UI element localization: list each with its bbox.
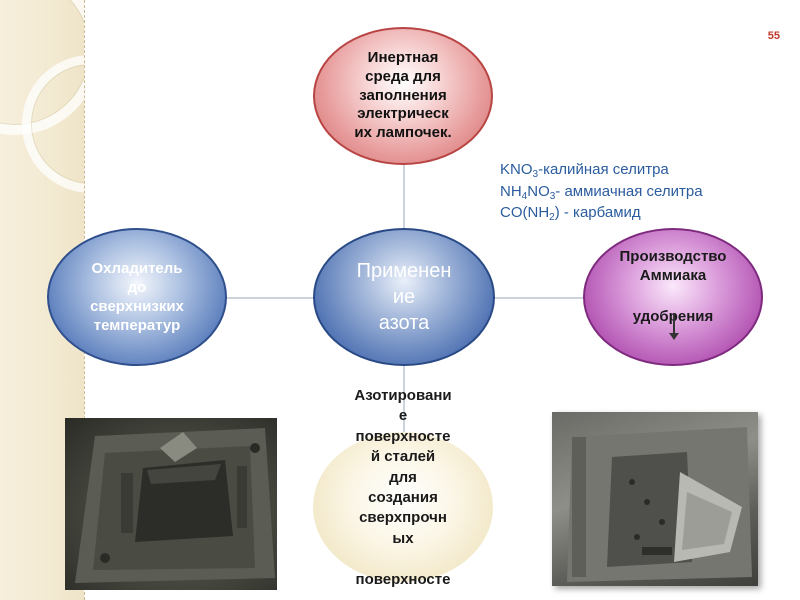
node-bottom-line: Азотировани — [354, 387, 452, 404]
formula-text: -калийная селитра — [538, 161, 669, 178]
node-center-line: азота — [378, 312, 430, 334]
mold-hole — [629, 479, 635, 485]
mold-hole — [659, 519, 665, 525]
formula-text: CO(NH — [500, 204, 550, 221]
node-left-line: до — [127, 278, 147, 296]
slide-number: 55 — [767, 30, 780, 42]
formula-subscript: 2 — [549, 212, 555, 223]
formula-line: NH4NO3- аммиачная селитра — [500, 182, 703, 204]
node-bottom-line — [333, 549, 473, 569]
mold-insert-shade — [682, 492, 732, 550]
node-top-line: их лампочек. — [354, 124, 452, 142]
arrow-down-icon — [669, 314, 679, 340]
formula-text: - аммиачная селитра — [555, 182, 703, 200]
node-nitriding: Азотировани е поверхносте й сталей для с… — [333, 386, 473, 590]
formula-line: CO(NH2) - карбамид — [500, 203, 703, 225]
photo-nitrided-mold-left — [65, 418, 277, 590]
formula-line: KNO3-калийная селитра — [500, 160, 703, 182]
formula-subscript: 3 — [532, 169, 539, 180]
node-bottom-line: поверхносте — [355, 427, 451, 445]
formula-text: NH — [500, 182, 522, 200]
node-bottom-line: е — [398, 407, 408, 425]
node-right-title: Производство Аммиака — [603, 248, 743, 286]
mold-hole — [644, 499, 650, 505]
node-top-label: Инертная среда для заполнения электричес… — [354, 49, 451, 143]
mold-slot — [642, 547, 672, 555]
node-center-line: ие — [392, 286, 416, 308]
node-right-subtitle: Аммиака — [639, 266, 707, 284]
node-bottom-line: поверхносте — [355, 570, 451, 588]
formula-subscript: 3 — [549, 190, 556, 202]
formula-text: NO — [527, 182, 550, 200]
mold-edge — [572, 437, 586, 577]
photo-nitrided-mold-right — [552, 412, 758, 586]
node-bottom-line: ых — [392, 529, 414, 547]
node-bottom-line: сверхпрочн — [359, 509, 447, 527]
formula-subscript: 4 — [521, 190, 528, 202]
node-left-line: Охладитель — [91, 259, 183, 277]
mold-block-top — [147, 464, 221, 484]
node-coolant: Охладитель до сверхнизких температур — [47, 228, 227, 366]
node-top-line: электрическ — [357, 105, 449, 123]
node-center-label: Применен ие азота — [357, 258, 452, 336]
formula-text: ) - карбамид — [554, 204, 641, 221]
node-ammonia-production: Производство Аммиака удобрения — [583, 228, 763, 366]
mold-groove — [237, 466, 247, 528]
node-top-line: среда для — [365, 67, 441, 85]
formula-text: KNO — [500, 161, 533, 178]
node-inert-medium: Инертная среда для заполнения электричес… — [313, 27, 493, 165]
node-left-line: температур — [93, 317, 181, 335]
node-right-title-text: Производство — [619, 248, 727, 265]
node-center-line: Применен — [356, 260, 452, 282]
node-left-label: Охладитель до сверхнизких температур — [90, 259, 184, 336]
node-top-line: заполнения — [359, 86, 447, 104]
mold-fin — [160, 432, 197, 462]
mold-bolt — [100, 553, 110, 563]
node-nitriding-background — [313, 432, 493, 582]
mold-cavity — [607, 452, 692, 567]
node-left-line: сверхнизких — [90, 298, 184, 315]
node-top-line: Инертная — [367, 49, 439, 67]
mold-hole — [634, 534, 640, 540]
node-bottom-line: создания — [368, 488, 438, 506]
fertilizer-formulas: KNO3-калийная селитра NH4NO3- аммиачная … — [500, 160, 703, 225]
photo-right-image — [567, 427, 752, 582]
node-bottom-line: для — [389, 468, 417, 486]
node-bottom-line: й сталей — [370, 448, 436, 466]
mold-groove — [121, 473, 133, 533]
node-nitrogen-application: Применен ие азота — [313, 228, 495, 366]
mold-bolt — [250, 443, 260, 453]
photo-left-image — [75, 428, 275, 583]
